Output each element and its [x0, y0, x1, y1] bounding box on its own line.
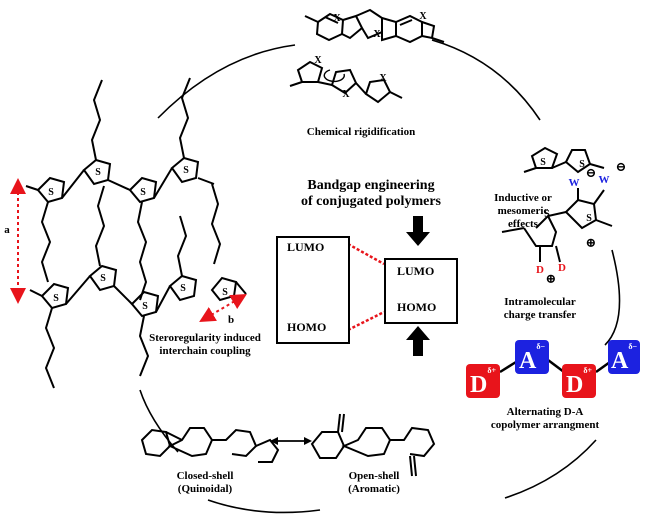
- inductive-line-2: mesomeric: [497, 205, 549, 217]
- arc-bottom: [207, 499, 321, 514]
- left-lumo-label: LUMO: [287, 240, 325, 254]
- closed-shell-line-2: (Quinoidal): [177, 483, 233, 495]
- s-bithiophene-2: S: [579, 159, 585, 170]
- plus-charge-2: ⊕: [585, 235, 597, 250]
- s-top-3: S: [140, 187, 146, 198]
- alternating-da-label: Alternating D-A copolymer arrangment: [460, 406, 630, 432]
- minus-charge-2: ⊖: [615, 159, 627, 174]
- s-quinoid-1: S: [544, 209, 550, 220]
- quinoidal-bithiophene: [501, 188, 613, 263]
- arc-bottom-right: [504, 439, 597, 499]
- homo-connector: [347, 310, 385, 332]
- copolymer-acceptor-2: Aδ−: [608, 340, 640, 374]
- axis-a-label: a: [4, 224, 10, 236]
- s-bottom-1: S: [53, 293, 59, 304]
- acceptor-2-letter: A: [610, 348, 629, 374]
- up-arrow: [406, 326, 430, 356]
- w-group-2: W: [598, 174, 610, 186]
- donor-1-charge: δ+: [487, 366, 497, 375]
- donor-2-charge: δ+: [583, 366, 593, 375]
- s-bottom-4: S: [180, 283, 186, 294]
- open-shell-label: Open-shell (Aromatic): [324, 470, 424, 496]
- arc-right: [604, 249, 621, 346]
- stereoregularity-label: Steroregularity induced interchain coupl…: [120, 332, 290, 358]
- lumo-connector: [347, 242, 385, 266]
- x-label-3: X: [419, 11, 427, 22]
- central-title-line-2: of conjugated polymers: [301, 194, 441, 209]
- arc-bottom-left: [139, 389, 179, 453]
- arc-top-right: [431, 39, 541, 121]
- intramolecular-line-1: Intramolecular: [504, 296, 576, 308]
- inductive-line-3: effects: [508, 218, 538, 230]
- inductive-effects-label: Inductive or mesomeric effects: [488, 192, 558, 231]
- s-bottom-2: S: [100, 273, 106, 284]
- s-quinoid-2: S: [586, 213, 592, 224]
- acceptor-1-charge: δ−: [536, 342, 546, 351]
- central-title: Bandgap engineering of conjugated polyme…: [276, 178, 466, 210]
- stereo-line-1: Steroregularity induced: [149, 332, 261, 344]
- minus-charge-1: ⊖: [585, 165, 597, 180]
- s-top-1: S: [48, 187, 54, 198]
- closed-shell-label: Closed-shell (Quinoidal): [150, 470, 260, 496]
- closed-shell-molecule: [140, 427, 280, 463]
- plus-charge-1: ⊕: [545, 271, 557, 286]
- intramolecular-line-2: charge transfer: [503, 309, 577, 321]
- d-group-1: D: [536, 264, 544, 276]
- wide-bandgap-box: [276, 236, 350, 344]
- s-top-4: S: [183, 165, 189, 176]
- twisted-oligomer: [289, 60, 403, 104]
- cycle-arcs: [139, 39, 621, 514]
- open-shell-line-1: Open-shell: [348, 470, 400, 482]
- alternating-line-1: Alternating D-A: [506, 406, 584, 418]
- inductive-line-1: Inductive or: [494, 192, 552, 204]
- x-label-5: X: [342, 89, 350, 100]
- open-shell-molecule: [310, 413, 436, 477]
- fused-rings: [304, 8, 445, 44]
- right-lumo-label: LUMO: [397, 264, 435, 278]
- arrow-b: [199, 293, 247, 323]
- bithiophene: [523, 146, 605, 174]
- x-label-2: X: [373, 29, 381, 40]
- copolymer-acceptor-1: Aδ−: [515, 340, 549, 374]
- chemical-rigidification-label: Chemical rigidification: [306, 126, 416, 138]
- down-arrow: [406, 216, 430, 246]
- copolymer-links: [499, 359, 611, 374]
- open-shell-line-2: (Aromatic): [348, 483, 400, 495]
- donor-2-letter: D: [565, 372, 584, 398]
- axis-b-label: b: [227, 314, 235, 326]
- x-label-4: X: [314, 55, 322, 66]
- intramolecular-ct-label: Intramolecular charge transfer: [480, 296, 600, 322]
- acceptor-1-letter: A: [518, 348, 537, 374]
- copolymer-donor-1: Dδ+: [466, 364, 500, 398]
- x-label-1: X: [333, 13, 341, 24]
- right-homo-label: HOMO: [397, 300, 437, 314]
- central-title-line-1: Bandgap engineering: [307, 178, 435, 193]
- copolymer-donor-2: Dδ+: [562, 364, 596, 398]
- s-top-2: S: [95, 167, 101, 178]
- polythiophene-top-strand: [25, 77, 222, 301]
- arc-top-left: [157, 44, 296, 119]
- w-group-1: W: [568, 177, 580, 189]
- x-label-6: X: [379, 73, 387, 84]
- acceptor-2-charge: δ−: [628, 342, 638, 351]
- s-bottom-5: S: [222, 287, 228, 298]
- s-bithiophene-1: S: [540, 157, 546, 168]
- d-group-2: D: [558, 262, 566, 274]
- stereo-line-2: interchain coupling: [159, 345, 251, 357]
- closed-shell-line-1: Closed-shell: [176, 470, 234, 482]
- narrow-bandgap-box: [384, 258, 458, 324]
- alternating-line-2: copolymer arrangment: [490, 419, 600, 431]
- s-bottom-3: S: [142, 301, 148, 312]
- polythiophene-bottom-strand: [29, 185, 247, 389]
- donor-1-letter: D: [469, 372, 488, 398]
- left-homo-label: HOMO: [287, 320, 327, 334]
